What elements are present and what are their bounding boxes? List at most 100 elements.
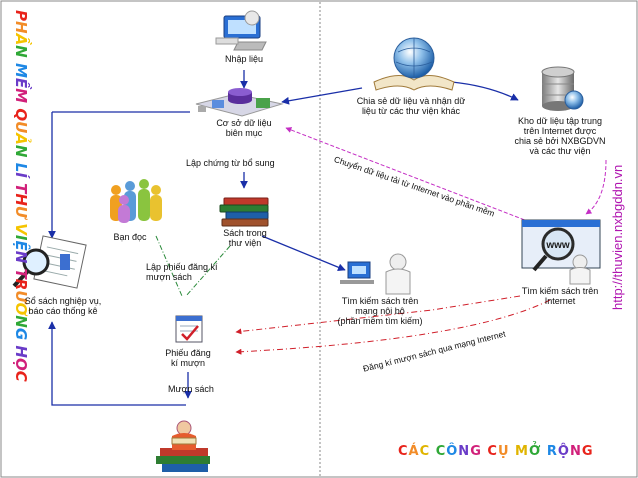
share-label-line-2: liệu từ các thư viện khác: [361, 106, 461, 116]
edge-borrow-label: Mượn sách: [168, 384, 214, 394]
internet-search-browser-icon: www: [521, 219, 601, 285]
catalog-db-label-line-1: Cơ sở dữ liệu: [216, 118, 272, 128]
arrow-books-to-search: [261, 235, 346, 271]
local-search-user-icon: [340, 253, 411, 295]
central-repo-label: Kho dữ liệu tập trung trên Internet được…: [506, 116, 614, 156]
rainbow-char: T: [12, 268, 30, 279]
central-repo-label-line-2: trên Internet được: [523, 126, 597, 136]
edge-register-form-label: Lập phiếu đăng kí mượn sách: [146, 262, 236, 282]
data-entry-label: Nhập liệu: [224, 54, 264, 64]
svg-text:www: www: [545, 240, 570, 251]
borrow-slip-label-line-2: kí mượn: [171, 358, 205, 368]
rainbow-char: N: [12, 315, 30, 328]
books-stack-icon: [219, 197, 269, 227]
arrow-share-to-db: [281, 87, 363, 105]
books-label-line-2: thư viện: [228, 238, 262, 248]
books-label-line-1: Sách trong: [223, 228, 267, 238]
rainbow-char: L: [12, 162, 30, 173]
edge-supplement-label: Lập chứng từ bổ sung: [186, 158, 275, 168]
books-label: Sách trong thư viện: [214, 228, 276, 248]
rainbow-char: Q: [12, 108, 30, 122]
local-search-label-line-2: mạng nội bộ: [355, 306, 405, 316]
readers-group-icon: [110, 179, 162, 223]
rainbow-char: Ư: [12, 205, 30, 219]
rainbow-char: N: [12, 45, 30, 58]
rainbow-char: H: [12, 193, 30, 206]
borrow-slip-label: Phiếu đăng kí mượn: [158, 348, 218, 368]
ledger-label-line-2: báo cáo thống kê: [28, 306, 98, 316]
readers-label: Bạn đọc: [113, 232, 147, 242]
red-connectors: [235, 295, 551, 355]
rainbow-char: H: [12, 345, 30, 358]
rainbow-char: C: [435, 444, 447, 459]
central-repo-db-icon: [541, 66, 584, 111]
rainbow-char: Ư: [12, 290, 30, 303]
rainbow-char: N: [12, 250, 30, 264]
extended-tools-title: CÁC CÔNG CỤ MỞ RỘNG: [398, 444, 594, 459]
ledger-label: Sổ sách nghiệp vụ, báo cáo thống kê: [14, 296, 112, 316]
rainbow-char: G: [12, 327, 30, 341]
rainbow-char: C: [419, 444, 431, 459]
rainbow-char: N: [458, 444, 471, 459]
rainbow-char: U: [12, 121, 30, 134]
data-entry-icon: [215, 10, 267, 51]
line-readers-to-slip: [155, 235, 183, 297]
rainbow-char: P: [12, 10, 30, 21]
rainbow-char: N: [12, 144, 30, 158]
blue-connectors: [48, 70, 519, 406]
rainbow-char: N: [569, 444, 582, 459]
internet-search-label: Tìm kiếm sách trên Internet: [512, 286, 608, 306]
arrow-online-register: [235, 299, 551, 355]
arrow-internet-to-slip: [235, 295, 521, 335]
rainbow-char: T: [12, 183, 30, 194]
rainbow-char: Ả: [12, 133, 30, 145]
central-repo-label-line-3: chia sẻ bởi NXBGDVN: [514, 136, 606, 146]
catalog-db-icon: [195, 88, 284, 117]
rainbow-char: Ở: [528, 444, 542, 459]
rainbow-char: M: [515, 444, 529, 459]
pink-connectors: [285, 127, 607, 223]
reader-with-books-icon: [156, 420, 210, 472]
local-search-label-line-3: (phần mềm tìm kiếm): [337, 316, 423, 326]
rainbow-char: M: [12, 62, 30, 78]
arrow-internet-to-db: [285, 127, 531, 223]
rainbow-char: R: [12, 278, 30, 291]
rainbow-char: R: [546, 444, 558, 459]
line-books-to-slip: [185, 245, 231, 297]
rainbow-char: C: [12, 370, 30, 382]
rainbow-char: Ộ: [557, 444, 570, 459]
rainbow-char: H: [12, 21, 30, 34]
borrow-slip-label-line-1: Phiếu đăng: [165, 348, 211, 358]
rainbow-char: C: [487, 444, 498, 459]
share-globe-book-icon: [373, 37, 455, 91]
catalog-db-label-line-2: biên mục: [225, 128, 263, 138]
ledger-label-line-1: Sổ sách nghiệp vụ,: [24, 296, 102, 306]
rainbow-char: Ề: [12, 77, 30, 89]
rainbow-char: Ô: [446, 444, 459, 459]
rainbow-char: G: [581, 444, 594, 459]
rainbow-char: Ệ: [12, 240, 30, 251]
edge-register-form-line-2: mượn sách: [146, 272, 192, 282]
edge-register-form-line-1: Lập phiếu đăng kí: [146, 262, 218, 272]
rainbow-char: Í: [12, 172, 30, 178]
central-repo-label-line-1: Kho dữ liệu tập trung: [517, 116, 603, 126]
share-label-line-1: Chia sẻ dữ liệu và nhận dữ: [356, 96, 466, 106]
catalog-db-label: Cơ sở dữ liệu biên mục: [200, 118, 288, 138]
arrow-share-to-repo: [451, 81, 519, 101]
rainbow-char: Ọ: [12, 357, 30, 371]
rainbow-char: G: [470, 444, 482, 459]
share-label: Chia sẻ dữ liệu và nhận dữ liệu từ các t…: [338, 96, 484, 116]
arrow-borrow-to-ledger: [48, 321, 186, 406]
borrow-slip-icon: [175, 315, 203, 343]
internet-search-label-line-2: Internet: [544, 296, 576, 306]
rainbow-char: C: [398, 444, 409, 459]
arrow-repo-to-internet: [585, 159, 607, 215]
side-title: PHẦN MỀM QUẢN LÍ THƯ VIỆN TRƯỜNG HỌC: [4, 10, 30, 460]
rainbow-char: Á: [408, 444, 420, 459]
rainbow-char: V: [12, 223, 30, 235]
local-search-label-line-1: Tìm kiếm sách trên: [341, 296, 419, 306]
green-connectors: [155, 235, 231, 297]
